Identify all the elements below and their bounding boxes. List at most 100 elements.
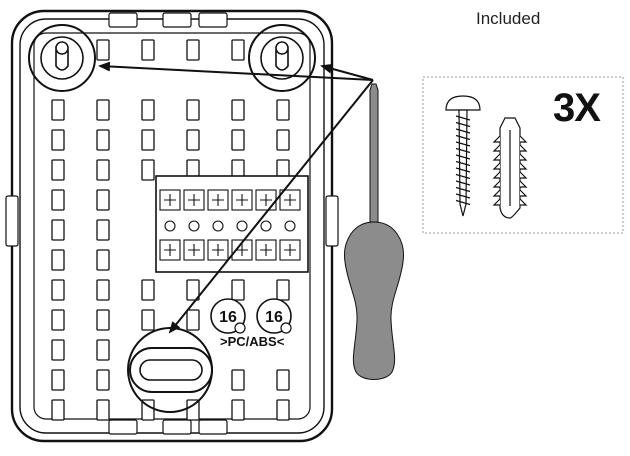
vent-slot [51,249,65,271]
vent-slot [51,99,65,121]
anchor-tooth [519,198,528,206]
screw-thread [455,128,471,134]
anchor-tooth [492,135,501,143]
terminal-screw-slot [188,244,200,256]
anchor-tooth [519,144,528,152]
anchor-tooth [492,171,501,179]
terminal-hole [260,220,272,232]
vent-slot [51,219,65,241]
terminal-hole [284,220,296,232]
material-code-1: 16 [219,309,237,326]
vent-slot [51,159,65,181]
vent-slot [186,399,200,421]
vent-slot [96,309,110,331]
anchor-tooth [519,189,528,197]
vent-slot [276,129,290,151]
screw-thread [455,121,471,128]
screw-thread [455,154,471,160]
anchor-tooth [519,135,528,143]
anchor-tooth [492,162,501,170]
screw-thread [455,180,471,186]
anchor-tooth [519,180,528,188]
wall-anchor-icon [492,117,528,219]
terminal-screw-slot [284,244,296,256]
screw-thread [455,141,471,147]
vent-slot [231,369,245,391]
anchor-tooth [492,189,501,197]
side-latches [5,12,339,435]
vent-slot [231,279,245,301]
vent-slot [186,39,200,61]
vent-slot [276,99,290,121]
material-mark-2: 16 [256,298,292,334]
terminal-hole [236,220,248,232]
terminal-hole [188,220,200,232]
vent-slot [141,399,155,421]
vent-slot [96,279,110,301]
bottom-mount-slot [127,327,213,413]
anchor-tooth [519,162,528,170]
vent-slot [51,279,65,301]
terminal-screw-slot [188,194,200,206]
screw-thread [455,186,471,193]
vent-slot [141,159,155,181]
vent-slot [96,39,110,61]
terminal-screw-slot [260,244,272,256]
vent-slot [231,39,245,61]
screw-icon [445,95,481,217]
vent-slot [276,279,290,301]
vent-slot [96,399,110,421]
vent-slot [186,279,200,301]
vent-slot [231,129,245,151]
anchor-tooth [492,198,501,206]
terminal-hole [212,220,224,232]
vent-slot [141,99,155,121]
vent-slot [276,369,290,391]
screw-thread [455,199,471,206]
terminal-screw-slot [212,244,224,256]
terminal-screw-slot [164,194,176,206]
vent-slot [141,39,155,61]
vent-slot [141,129,155,151]
vent-slot [141,309,155,331]
anchor-tooth [519,171,528,179]
hardware-count: 3X [553,86,601,130]
terminal-screw-slot [284,194,296,206]
terminal-screw-slot [236,194,248,206]
terminal-screw-slot [260,194,272,206]
vent-slot [96,369,110,391]
vent-slot [96,159,110,181]
terminal-hole [164,220,176,232]
vent-slot [51,309,65,331]
vent-slot [276,399,290,421]
vent-slot [51,129,65,151]
included-label: Included [476,9,541,28]
anchor-tooth [492,144,501,152]
vent-slot [51,369,65,391]
vent-slot [231,399,245,421]
keyhole-mount-right [248,24,316,92]
screw-thread [455,173,471,180]
anchor-tooth [492,180,501,188]
vent-slot [96,219,110,241]
screw-thread [455,115,471,121]
material-label: >PC/ABS< [220,334,285,349]
vent-slot [96,339,110,361]
vent-slot [51,399,65,421]
vent-slot [51,189,65,211]
vent-slot [96,189,110,211]
screw-thread [455,167,471,173]
screw-thread [455,147,471,154]
terminal-screw-slot [212,194,224,206]
vent-slot [96,249,110,271]
vent-slot [231,99,245,121]
vent-slot [141,279,155,301]
vent-slot [96,99,110,121]
keyhole-mount-left [28,24,96,92]
included-hardware-box [422,76,624,234]
vent-slot [186,129,200,151]
mounting-arrows [98,61,374,334]
vent-slot [51,339,65,361]
screw-thread [455,160,471,167]
